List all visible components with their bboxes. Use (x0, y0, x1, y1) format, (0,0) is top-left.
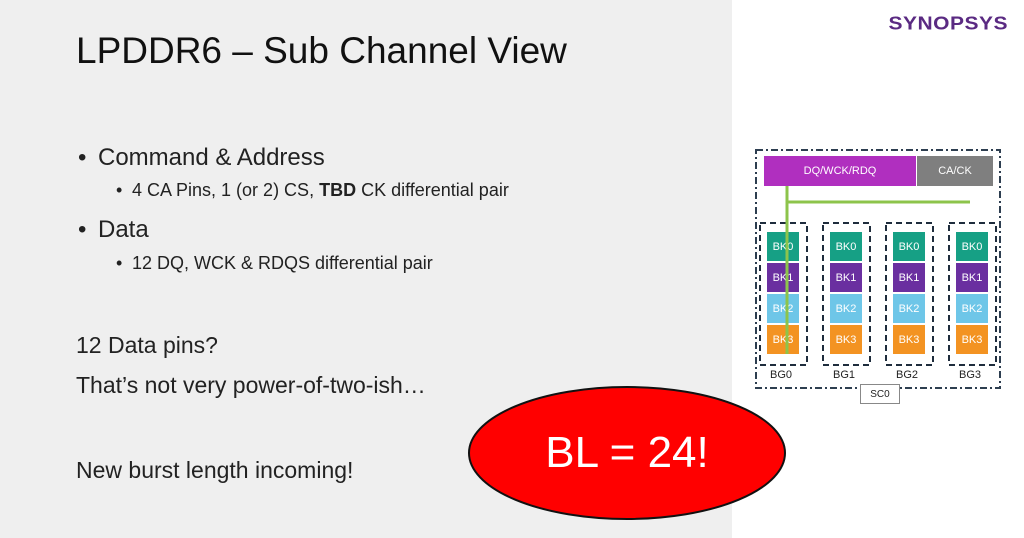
bank-bg3-bk2: BK2 (956, 294, 988, 323)
callout-text: BL = 24! (545, 428, 709, 477)
bank-bg2-bk0: BK0 (893, 232, 925, 261)
bank-bg2-bk2: BK2 (893, 294, 925, 323)
bank-group-border-0 (759, 222, 808, 366)
bank-bg2-bk3: BK3 (893, 325, 925, 354)
bank-group-border-2 (885, 222, 934, 366)
data-pins-question: 12 Data pins? (76, 332, 218, 358)
bank-group-label-2: BG2 (896, 369, 919, 381)
bank-bg1-bk0: BK0 (830, 232, 862, 261)
red-ellipse (468, 386, 786, 520)
bank-bg3-bk1: BK1 (956, 263, 988, 292)
bus-line (785, 186, 970, 354)
subchannel-label: SC0 (860, 384, 900, 404)
slide-title: LPDDR6 – Sub Channel View (76, 30, 567, 71)
bullet-ca-pins: •4 CA Pins, 1 (or 2) CS, TBD CK differen… (116, 180, 509, 200)
bullet-dq-pins: •12 DQ, WCK & RDQS differential pair (116, 253, 433, 273)
bank-group-label-0: BG0 (770, 369, 793, 381)
bullet-dot-icon: • (78, 216, 87, 243)
bullet-dot-icon: • (116, 180, 123, 200)
bank-group-border-3 (948, 222, 997, 366)
bullet-command-address: •Command & Address (78, 144, 325, 171)
power-of-two-remark: That’s not very power-of-two-ish… (76, 372, 426, 398)
bank-bg2-bk1: BK1 (893, 263, 925, 292)
bank-bg1-bk2: BK2 (830, 294, 862, 323)
bank-bg3-bk3: BK3 (956, 325, 988, 354)
bank-group-label-3: BG3 (959, 369, 982, 381)
bl24-callout: BL = 24! (466, 384, 788, 522)
data-bus (785, 186, 970, 354)
synopsys-logo: SYNOPSYS (888, 13, 1008, 34)
bullet-data: •Data (78, 216, 149, 243)
ca-ck-bar: CA/CK (917, 156, 993, 186)
bank-bg3-bk0: BK0 (956, 232, 988, 261)
bank-group-label-1: BG1 (833, 369, 856, 381)
bank-group-border-1 (822, 222, 871, 366)
bullet-dot-icon: • (78, 144, 87, 171)
bank-bg0-bk0: BK0 (767, 232, 799, 261)
dq-wck-rdq-bar: DQ/WCK/RDQ (764, 156, 916, 186)
bank-bg0-bk3: BK3 (767, 325, 799, 354)
bullet-dot-icon: • (116, 253, 123, 273)
sub-channel-diagram: DQ/WCK/RDQ CA/CK BK0 BK1 BK2 BK3 BK0 BK1… (752, 148, 1004, 408)
bank-bg1-bk3: BK3 (830, 325, 862, 354)
bank-bg1-bk1: BK1 (830, 263, 862, 292)
burst-length-note: New burst length incoming! (76, 457, 354, 483)
